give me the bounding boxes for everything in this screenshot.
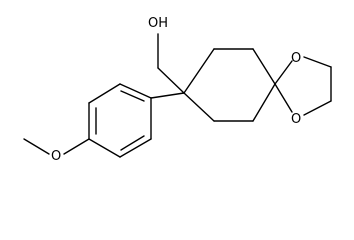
bond-arene-2 [88,83,121,104]
dioxolane-oxygen-upper-label: O [291,51,301,66]
bond-arene-o [63,138,90,155]
molecule-drawing: OH O O O [23,16,332,164]
bond-arene-1 [119,83,152,99]
bond-o-upper-ch2 [303,56,332,68]
bond-o-methyl [23,138,50,155]
bond-arene-4 [88,138,121,158]
bond-ch2-o-lower [303,100,332,116]
bond-ring-4 [252,83,276,122]
bond-spiro-o-lower [274,83,293,113]
bond-quat-aryl [150,92,185,99]
bond-spiro-o-upper [274,60,293,85]
bond-ring-1 [183,48,215,94]
bond-ring-6 [183,92,215,122]
bond-quat-ch2 [157,67,185,94]
dioxolane-oxygen-lower-label: O [291,112,301,127]
bond-arene-double-1 [120,90,145,102]
bond-ring-3 [252,48,276,85]
methoxy-oxygen-label: O [51,149,61,164]
bond-arene-double-3 [120,135,145,151]
structure-canvas: OH O O O [23,16,332,164]
hydroxyl-label: OH [148,16,168,31]
bond-arene-5 [119,138,152,158]
